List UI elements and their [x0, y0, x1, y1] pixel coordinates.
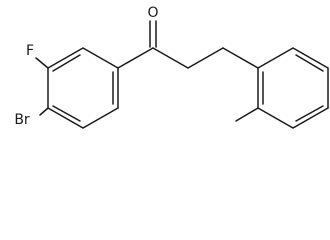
- ring-b-bond-1: [257, 47, 294, 69]
- ring-a-bond-5: [47, 47, 84, 69]
- ring-a-bond-3: [47, 107, 84, 129]
- fluorine-atom-label: F: [26, 43, 34, 59]
- ring-b-bond-4: [292, 107, 329, 129]
- ring-b-double-bond-1: [295, 54, 324, 72]
- ring-a-bond-6: [82, 47, 119, 69]
- ring-a-double-bond-2: [52, 105, 81, 122]
- carbonyl-to-ch2-bond: [152, 47, 189, 69]
- chemical-structure-diagram: O F Br: [14, 5, 329, 129]
- ring-b-double-bond-2: [295, 105, 324, 122]
- ring-b-bond-5: [257, 107, 294, 129]
- fluoro-bromo-phenyl-ring: [47, 47, 119, 129]
- propanone-chain: [117, 20, 259, 69]
- methyl-bond: [235, 107, 259, 122]
- ch2-to-ch2-bond: [187, 47, 224, 69]
- bromine-bond: [39, 107, 49, 116]
- methylphenyl-ring: [257, 47, 329, 129]
- bromine-atom-label: Br: [14, 112, 30, 128]
- ch2-to-ring-bond: [222, 47, 259, 69]
- fluorine-bond: [35, 57, 49, 69]
- ring-to-carbonyl-bond: [117, 47, 154, 69]
- ring-a-bond-2: [82, 107, 119, 129]
- oxygen-atom-label: O: [147, 5, 158, 21]
- ring-a-double-bond-3: [52, 54, 81, 72]
- ring-b-bond-2: [292, 47, 329, 69]
